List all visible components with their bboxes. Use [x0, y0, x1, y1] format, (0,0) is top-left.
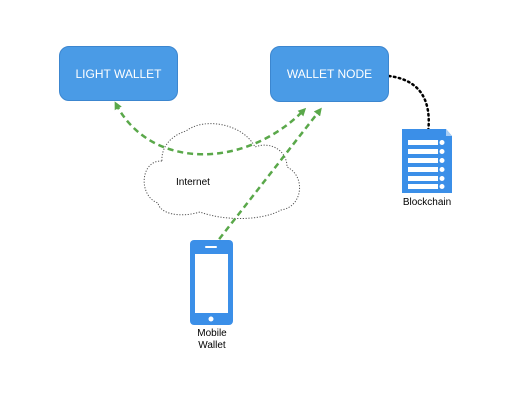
mobile-wallet-label-line2: Wallet [198, 340, 226, 351]
wallet-node-label: WALLET NODE [286, 67, 373, 81]
connector-light-node [114, 101, 307, 156]
light-wallet-label: LIGHT WALLET [75, 66, 162, 81]
wallet-node: WALLET NODE [270, 46, 389, 102]
connector-mobile-node [211, 107, 322, 250]
mobile-wallet-label: Mobile Wallet [186, 328, 238, 352]
cloud-icon [143, 123, 301, 219]
light-wallet-node: LIGHT WALLET [59, 46, 178, 101]
connector-node-blockchain [387, 74, 430, 135]
smartphone-icon [190, 240, 233, 325]
server-stack-icon [402, 129, 452, 193]
internet-label: Internet [176, 177, 210, 188]
blockchain-label: Blockchain [402, 197, 452, 208]
mobile-wallet-label-line1: Mobile [197, 328, 227, 339]
